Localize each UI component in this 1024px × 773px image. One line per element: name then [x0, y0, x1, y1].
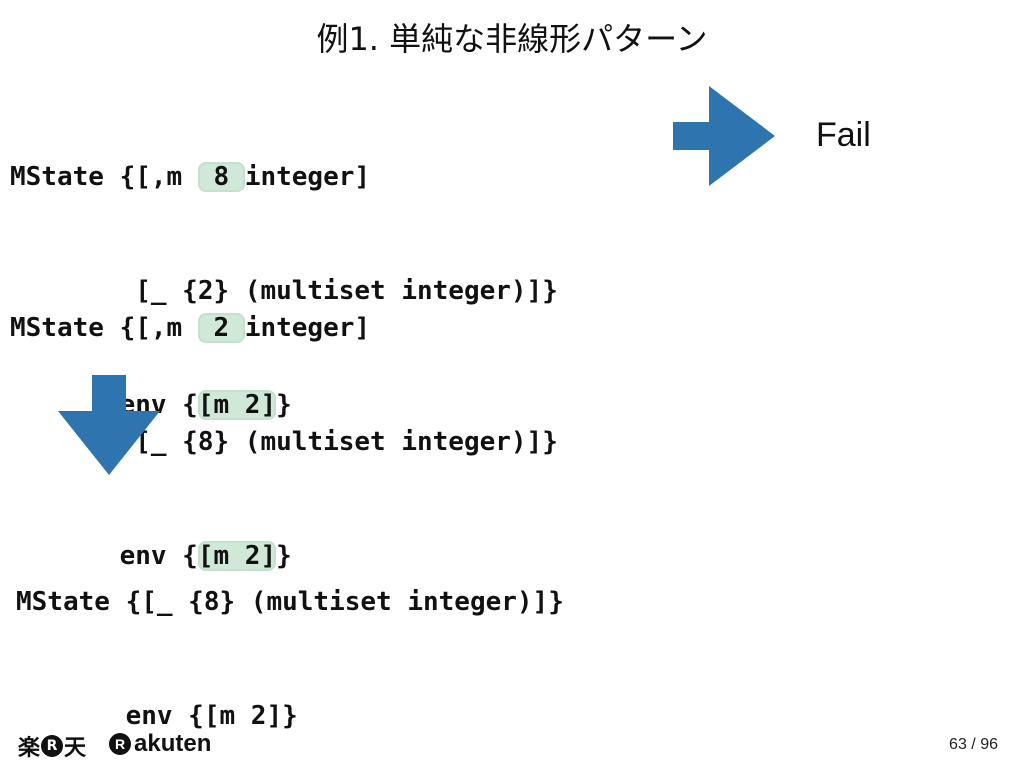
rakuten-logo: R akuten — [108, 730, 211, 758]
page-total: 96 — [980, 736, 998, 753]
right-arrow-icon — [673, 86, 775, 186]
code-block-result-state: MState {[_ {8} (multiset integer)]} env … — [16, 507, 564, 773]
highlighted-value: 8 — [197, 162, 245, 192]
code-text: MState {[,m — [10, 162, 198, 192]
rakuten-kanji-logo: 楽 R 天 — [18, 730, 86, 762]
code-block-match-state-1: MState {[,m 8 integer] [_ {2} (multiset … — [10, 82, 558, 462]
code-line: env {[m 2]} — [16, 701, 298, 731]
fail-label: Fail — [816, 116, 871, 154]
code-text: MState {[,m — [10, 313, 198, 343]
code-text: integer] — [244, 313, 371, 343]
page-separator: / — [971, 736, 976, 753]
highlighted-value: 2 — [197, 313, 245, 343]
code-line: [_ {2} (multiset integer)]} — [10, 276, 558, 306]
page-current: 63 — [949, 736, 967, 753]
code-line: MState {[,m 2 integer] — [10, 309, 558, 347]
logo-text: 天 — [64, 736, 87, 761]
r-badge-icon: R — [109, 733, 131, 755]
slide-title: 例1. 単純な非線形パターン — [316, 20, 708, 58]
down-arrow-icon — [58, 375, 160, 475]
code-block-match-state-2: MState {[,m 2 integer] [_ {8} (multiset … — [10, 233, 558, 613]
logo-text: 楽 — [18, 736, 41, 761]
code-text: } — [276, 390, 292, 420]
code-text: } — [276, 541, 292, 571]
code-line: MState {[_ {8} (multiset integer)]} — [16, 587, 564, 617]
code-text: integer] — [244, 162, 371, 192]
code-line: env {[m 2]} — [10, 386, 558, 424]
r-badge-icon: R — [41, 735, 64, 757]
code-line: env {[m 2]} — [10, 537, 558, 575]
code-line: [_ {8} (multiset integer)]} — [10, 427, 558, 457]
code-line: MState {[,m 8 integer] — [10, 158, 558, 196]
logo-text: akuten — [134, 730, 212, 757]
code-text: env { — [10, 541, 198, 571]
page-number: 63 / 96 — [949, 736, 998, 754]
highlighted-binding: [m 2] — [197, 541, 277, 571]
highlighted-binding: [m 2] — [197, 390, 277, 420]
